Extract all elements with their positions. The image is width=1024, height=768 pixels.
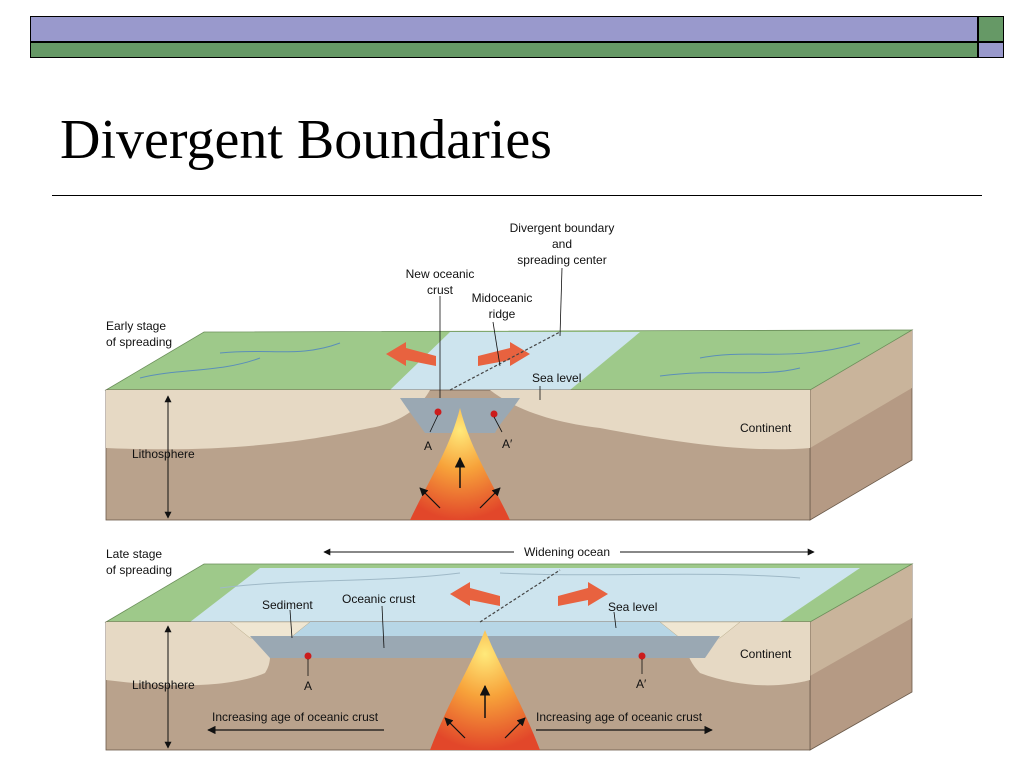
new-oceanic-crust-label-1: New oceanic <box>406 267 475 281</box>
header-bar-bottom <box>30 42 978 58</box>
late-stage-label-1: Late stage <box>106 547 162 561</box>
midoceanic-ridge-label-1: Midoceanic <box>472 291 533 305</box>
early-stage-label-1: Early stage <box>106 319 166 333</box>
widening-ocean-label: Widening ocean <box>524 545 610 559</box>
divergent-boundary-diagram: Early stage of spreading Divergent bound… <box>104 221 914 751</box>
divergent-boundary-label-2: and <box>552 237 572 251</box>
late-stage-label-2: of spreading <box>106 563 172 577</box>
sediment-label: Sediment <box>262 598 313 612</box>
early-continent-label: Continent <box>740 421 792 435</box>
divergent-boundary-label-1: Divergent boundary <box>510 221 615 235</box>
early-point-a-label: A <box>424 439 432 453</box>
late-point-a-prime-label: A′ <box>636 677 647 691</box>
early-stage-block <box>104 267 914 521</box>
title-divider <box>52 195 982 196</box>
header-bar-top <box>30 16 978 42</box>
oceanic-crust-label: Oceanic crust <box>342 592 416 606</box>
divergent-boundary-label-3: spreading center <box>517 253 606 267</box>
new-oceanic-crust-label-2: crust <box>427 283 454 297</box>
late-point-a-label: A <box>304 679 312 693</box>
slide-title: Divergent Boundaries <box>60 109 552 171</box>
header-square-bottom <box>978 42 1004 58</box>
early-lithosphere-label: Lithosphere <box>132 447 195 461</box>
age-left-label: Increasing age of oceanic crust <box>212 710 379 724</box>
late-stage-block <box>104 548 914 751</box>
early-sea-level-label: Sea level <box>532 371 581 385</box>
early-point-a-prime-label: A′ <box>502 437 513 451</box>
early-stage-label-2: of spreading <box>106 335 172 349</box>
late-continent-label: Continent <box>740 647 792 661</box>
header-square-top <box>978 16 1004 42</box>
age-right-label: Increasing age of oceanic crust <box>536 710 703 724</box>
midoceanic-ridge-label-2: ridge <box>489 307 516 321</box>
late-lithosphere-label: Lithosphere <box>132 678 195 692</box>
late-sea-level-label: Sea level <box>608 600 657 614</box>
